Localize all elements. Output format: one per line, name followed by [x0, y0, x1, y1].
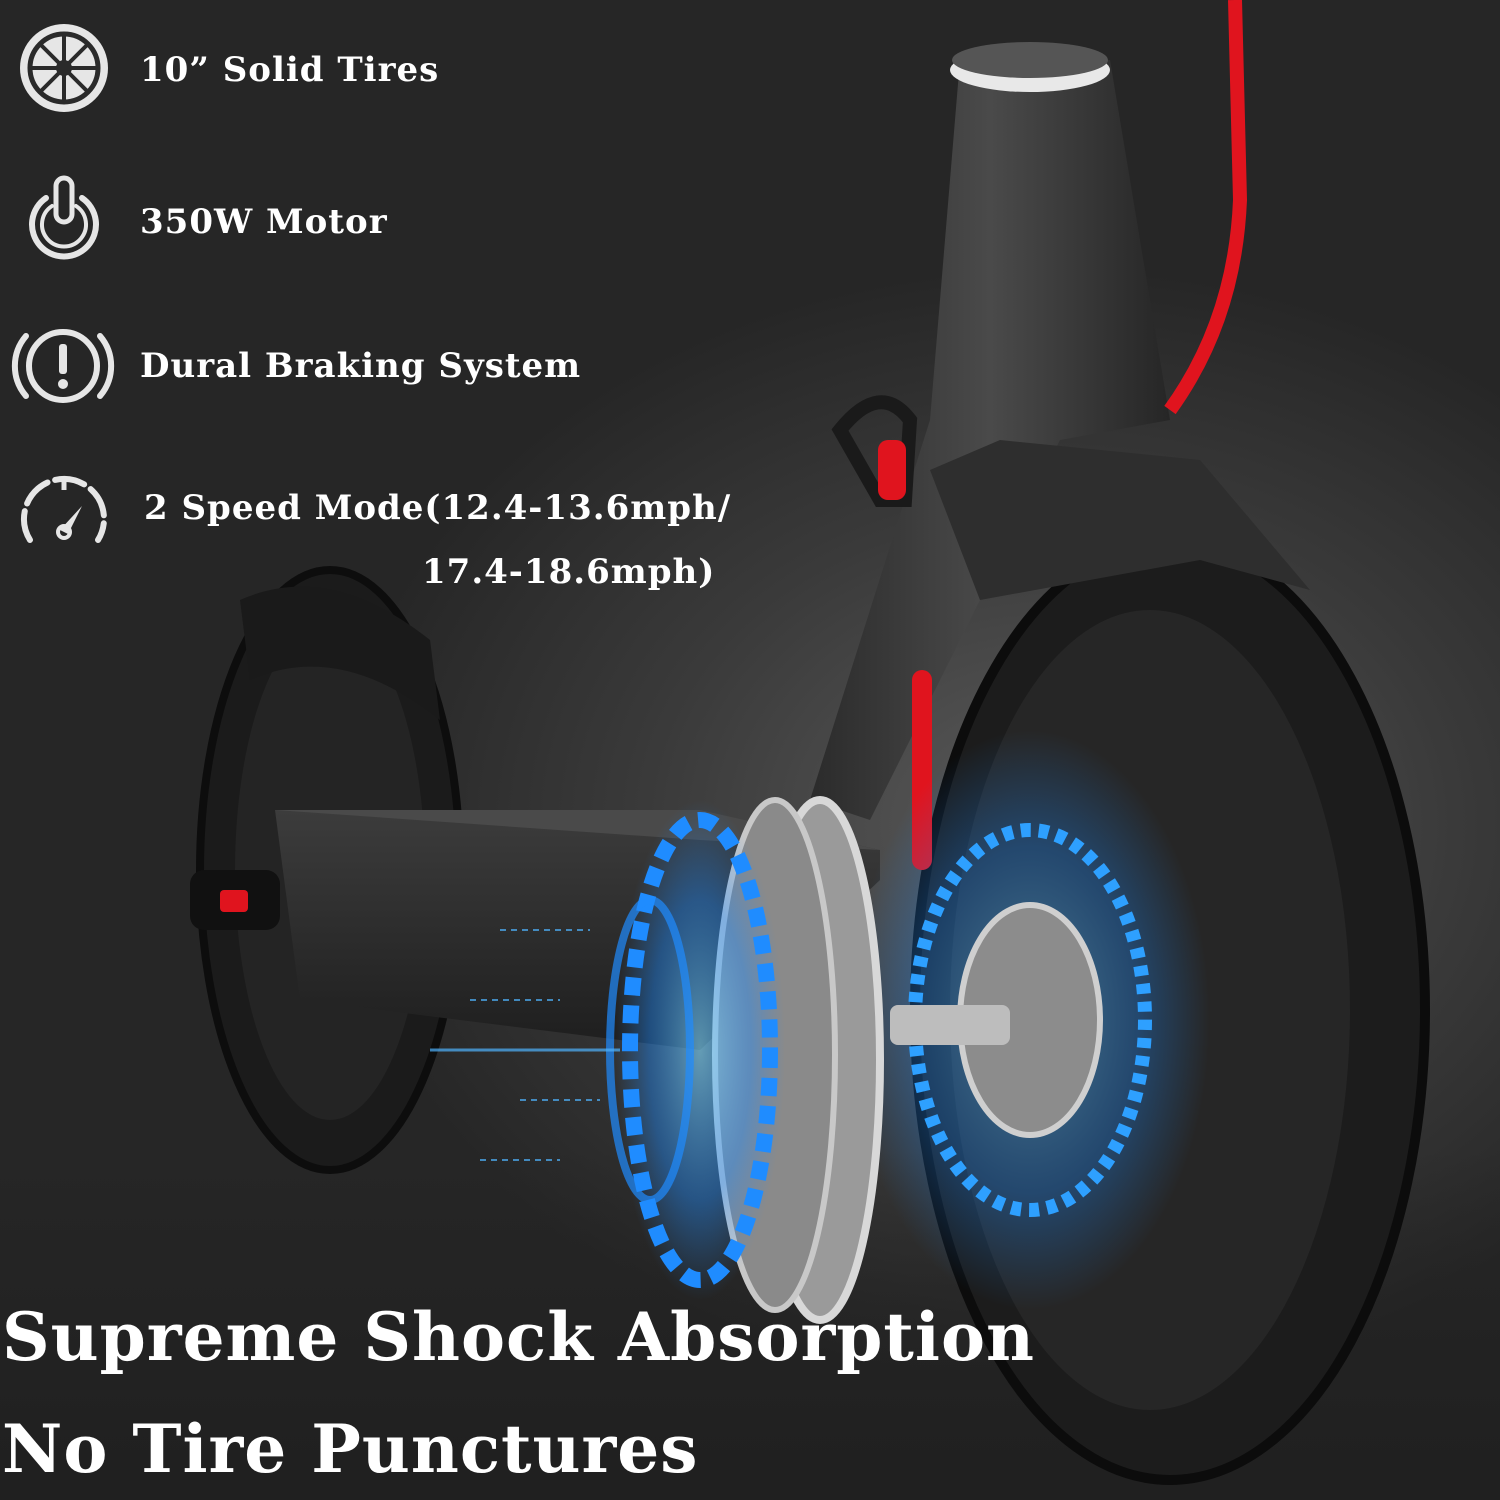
headline-no-punctures: No Tire Punctures: [2, 1410, 699, 1488]
speedometer-icon: [21, 476, 107, 543]
feature-label: Dural Braking System: [140, 346, 582, 386]
feature-braking: Dural Braking System: [0, 318, 760, 418]
exploded-motor: [430, 796, 884, 1324]
headline-shock-absorption: Supreme Shock Absorption: [2, 1298, 1035, 1376]
feature-motor: 350W Motor: [0, 172, 760, 272]
power-icon: [29, 175, 99, 260]
front-hub-motor: [850, 730, 1210, 1310]
stem: [810, 0, 1248, 820]
feature-solid-tires: 10” Solid Tires: [0, 20, 760, 120]
wheel-icon: [20, 24, 108, 112]
feature-speed-mode: 2 Speed Mode(12.4-13.6mph/: [0, 466, 760, 566]
feature-label: 350W Motor: [140, 202, 388, 242]
feature-label-continued: 17.4-18.6mph): [422, 552, 716, 592]
feature-label: 2 Speed Mode(12.4-13.6mph/: [144, 488, 732, 528]
brake-warning-icon: [11, 329, 115, 403]
feature-label: 10” Solid Tires: [140, 50, 440, 90]
